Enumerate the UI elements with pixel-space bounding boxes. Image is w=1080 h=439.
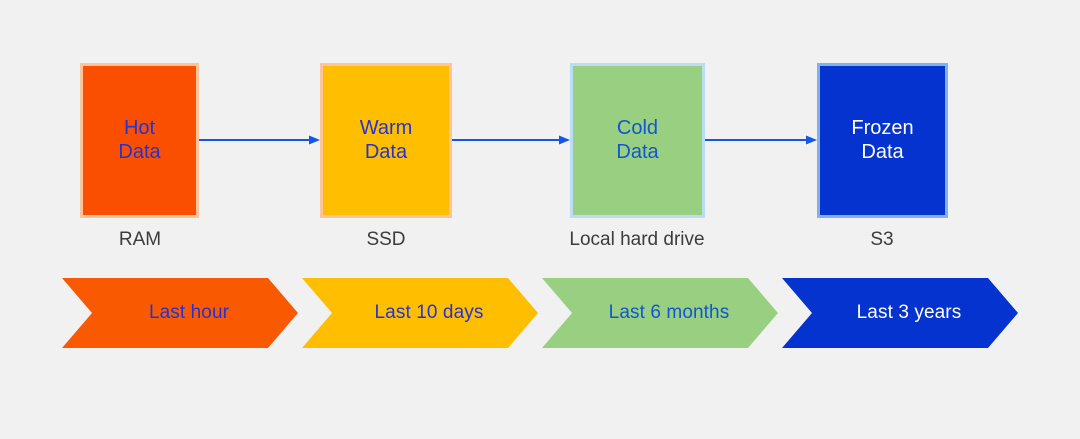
tier-caption-s3: S3 bbox=[870, 229, 894, 250]
connector-arrow-cold-to-frozen bbox=[705, 134, 817, 146]
tier-box-label: Warm Data bbox=[359, 116, 413, 163]
tier-caption-ram: RAM bbox=[118, 229, 162, 250]
chevron-last-hour: Last hour bbox=[62, 278, 298, 348]
connector-arrow-warm-to-cold bbox=[452, 134, 570, 146]
chevron-label: Last hour bbox=[148, 302, 230, 323]
chevron-last-6-months: Last 6 months bbox=[542, 278, 778, 348]
tier-box-label: Hot Data bbox=[118, 116, 161, 163]
chevron-last-3-years: Last 3 years bbox=[782, 278, 1018, 348]
tier-box-cold: Cold Data bbox=[570, 63, 705, 218]
tier-box-hot: Hot Data bbox=[80, 63, 199, 218]
connector-arrow-hot-to-warm bbox=[199, 134, 320, 146]
tier-caption-ssd: SSD bbox=[366, 229, 406, 250]
tier-box-label: Cold Data bbox=[616, 116, 659, 163]
chevron-last-10-days: Last 10 days bbox=[302, 278, 538, 348]
tier-caption-local-hard-drive: Local hard drive bbox=[569, 229, 705, 250]
chevron-label: Last 6 months bbox=[608, 302, 730, 323]
tier-box-label: Frozen Data bbox=[851, 116, 914, 163]
retention-chevron-band: Last hour Last 10 days Last 6 months Las… bbox=[62, 278, 1018, 348]
chevron-label: Last 10 days bbox=[374, 302, 484, 323]
chevron-label: Last 3 years bbox=[856, 302, 962, 323]
tier-box-frozen: Frozen Data bbox=[817, 63, 948, 218]
tier-box-warm: Warm Data bbox=[320, 63, 452, 218]
